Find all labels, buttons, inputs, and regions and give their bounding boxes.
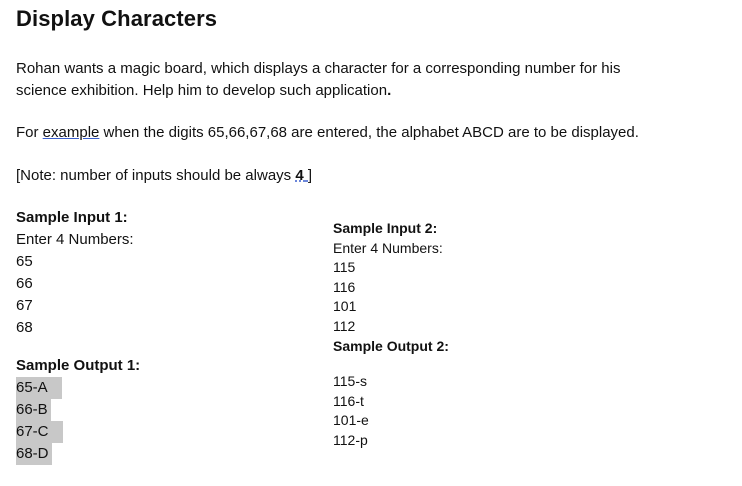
sample-1-output-value: 67-C xyxy=(16,421,63,443)
sample-input-2-heading: Sample Input 2: xyxy=(333,220,438,236)
note-paragraph: [Note: number of inputs should be always… xyxy=(16,165,716,187)
sample-2-input-value: 116 xyxy=(333,278,356,295)
sample-2-input-value: 115 xyxy=(333,259,356,276)
sample-1-output-value: 65-A xyxy=(16,377,62,399)
note-prefix: [Note: number of inputs should be always xyxy=(16,167,296,184)
sample-1-column: Sample Input 1: Enter 4 Numbers: 65 66 6… xyxy=(16,207,140,465)
sample-2-output-value: 112-p xyxy=(333,431,368,448)
spacer xyxy=(16,339,140,355)
sample-2-prompt: Enter 4 Numbers: xyxy=(333,239,443,256)
sample-1-output-value: 66-B xyxy=(16,399,51,421)
spacer xyxy=(333,356,449,372)
sample-1-input-value: 68 xyxy=(16,319,33,336)
sample-input-1-heading: Sample Input 1: xyxy=(16,209,128,226)
sample-2-input-value: 112 xyxy=(333,317,356,334)
example-underlined-word: example xyxy=(42,124,100,141)
sample-1-output-value: 68-D xyxy=(16,443,52,465)
page-title: Display Characters xyxy=(16,6,218,31)
example-prefix: For xyxy=(16,124,43,141)
sample-1-input-value: 67 xyxy=(16,297,33,314)
sample-1-input-value: 66 xyxy=(16,275,33,292)
sample-2-column: Sample Input 2: Enter 4 Numbers: 115 116… xyxy=(333,219,449,451)
sample-2-output-value: 116-t xyxy=(333,392,364,409)
sample-2-input-value: 101 xyxy=(333,298,357,315)
description-line-2-text: science exhibition. Help him to develop … xyxy=(16,82,388,99)
sample-2-output-value: 101-e xyxy=(333,412,369,429)
example-rest: when the digits 65,66,67,68 are entered,… xyxy=(99,124,639,141)
description-period: . xyxy=(387,82,392,99)
problem-description: Rohan wants a magic board, which display… xyxy=(16,58,716,102)
note-number-group: 4 ] xyxy=(295,167,312,184)
sample-2-output-value: 115-s xyxy=(333,373,367,390)
note-suffix: ] xyxy=(307,167,313,184)
description-line-1: Rohan wants a magic board, which display… xyxy=(16,60,621,77)
description-line-2: science exhibition. Help him to develop … xyxy=(16,80,716,102)
sample-1-prompt: Enter 4 Numbers: xyxy=(16,231,134,248)
note-number: 4 xyxy=(295,167,304,184)
sample-output-2-heading: Sample Output 2: xyxy=(333,337,449,354)
sample-output-1-heading: Sample Output 1: xyxy=(16,357,141,374)
example-paragraph: For example when the digits 65,66,67,68 … xyxy=(16,122,716,144)
sample-1-input-value: 65 xyxy=(16,253,33,270)
